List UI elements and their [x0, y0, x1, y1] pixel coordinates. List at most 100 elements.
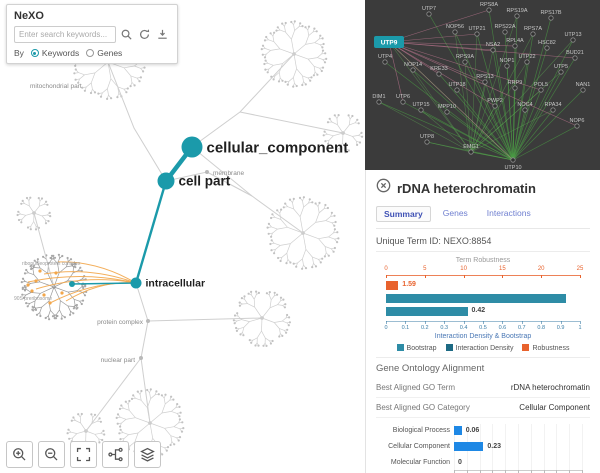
gene-node[interactable]	[426, 11, 432, 17]
bar-interaction-density	[386, 307, 468, 316]
section-gene-ontology-alignment: Gene Ontology Alignment	[376, 363, 485, 374]
term-node[interactable]	[69, 281, 75, 287]
chart-category: Molecular Function	[390, 459, 450, 466]
highlighted-gene[interactable]	[374, 36, 404, 48]
close-icon[interactable]	[376, 178, 391, 198]
alignment-label: Best Aligned GO Term	[376, 383, 455, 392]
gene-node[interactable]	[482, 79, 488, 85]
tree-label: membrane	[213, 170, 244, 177]
gene-node[interactable]	[570, 37, 576, 43]
detail-header: rDNA heterochromatin	[376, 178, 590, 198]
refresh-icon[interactable]	[137, 27, 152, 42]
gene-node[interactable]	[454, 87, 460, 93]
gene-node[interactable]	[574, 123, 580, 129]
layout-button[interactable]	[102, 441, 129, 468]
gene-node[interactable]	[376, 99, 382, 105]
gene-node[interactable]	[504, 63, 510, 69]
search-input[interactable]	[14, 26, 116, 43]
gene-node[interactable]	[522, 107, 528, 113]
gene-label: HSC82	[538, 40, 556, 46]
term-node-label: intracellular	[146, 278, 206, 290]
chart-legend: Bootstrap Interaction Density Robustness	[376, 344, 590, 352]
tree-nodes	[69, 136, 209, 360]
term-node[interactable]	[130, 277, 142, 289]
search-icon[interactable]	[119, 27, 134, 42]
alignment-value: Cellular Component	[519, 403, 590, 412]
radio-icon	[86, 49, 95, 57]
gene-node[interactable]	[514, 13, 520, 19]
app-title: NeXO	[14, 10, 44, 22]
gene-label: DIM1	[372, 94, 385, 100]
gene-node[interactable]	[530, 31, 536, 37]
export-icon[interactable]	[155, 27, 170, 42]
network-edges	[378, 9, 584, 161]
gene-label: PWP2	[487, 98, 503, 104]
gene-label: RPS13	[476, 74, 493, 80]
fit-to-screen-icon	[76, 447, 91, 462]
radio-keywords[interactable]: Keywords	[30, 48, 80, 58]
gene-label: UTP22	[518, 54, 535, 60]
gene-node[interactable]	[510, 157, 516, 163]
gene-node[interactable]	[410, 67, 416, 73]
term-title: rDNA heterochromatin	[397, 180, 536, 196]
gene-node[interactable]	[486, 7, 492, 13]
radio-keywords-label: Keywords	[41, 48, 80, 58]
gene-node[interactable]	[524, 59, 530, 65]
gene-node[interactable]	[512, 43, 518, 49]
gene-label: UTP4	[378, 54, 392, 60]
radio-genes[interactable]: Genes	[86, 48, 122, 58]
gene-node[interactable]	[544, 45, 550, 51]
gene-node[interactable]	[424, 139, 430, 145]
gene-node[interactable]	[580, 87, 586, 93]
gene-node[interactable]	[382, 59, 388, 65]
gene-node[interactable]	[418, 107, 424, 113]
gene-node[interactable]	[572, 55, 578, 61]
gene-label: UTP18	[448, 82, 465, 88]
gene-node[interactable]	[474, 31, 480, 37]
gene-node[interactable]	[400, 99, 406, 105]
term-node[interactable]	[157, 172, 175, 190]
gene-node[interactable]	[550, 107, 556, 113]
gene-node[interactable]	[444, 109, 450, 115]
fit-to-screen-button[interactable]	[70, 441, 97, 468]
gene-node[interactable]	[512, 85, 518, 91]
legend-swatch-robustness	[522, 344, 530, 351]
radio-icon	[30, 49, 39, 57]
zoom-in-button[interactable]	[6, 441, 33, 468]
chart-caption: Interaction Density & Bootstrap	[434, 333, 532, 340]
gene-label: NOP56	[446, 24, 464, 30]
gene-label: UTP10	[504, 165, 521, 170]
tab-interactions[interactable]: Interactions	[486, 208, 531, 218]
tab-genes[interactable]: Genes	[442, 208, 468, 218]
gene-node[interactable]	[452, 29, 458, 35]
zoom-out-icon	[45, 448, 58, 461]
term-node[interactable]	[181, 136, 203, 158]
tab-summary[interactable]: Summary	[376, 206, 431, 222]
bar-biological-process	[454, 426, 462, 435]
gene-node[interactable]	[490, 47, 496, 53]
gene-node[interactable]	[462, 59, 468, 65]
legend-label: Bootstrap	[406, 345, 437, 352]
gene-node[interactable]	[502, 29, 508, 35]
layers-button[interactable]	[134, 441, 161, 468]
zoom-out-button[interactable]	[38, 441, 65, 468]
gene-node[interactable]	[538, 87, 544, 93]
term-detail-panel: rDNA heterochromatin Summary Genes Inter…	[365, 170, 600, 473]
top-axis	[386, 275, 580, 276]
tree-label: nuclear part	[101, 357, 136, 364]
gene-label: MPP10	[438, 104, 456, 110]
gene-label: RPA34	[544, 102, 561, 108]
gene-node[interactable]	[436, 71, 442, 77]
gene-label: NSA2	[486, 42, 500, 48]
gene-node[interactable]	[468, 149, 474, 155]
detail-tabs: Summary Genes Interactions	[376, 206, 590, 229]
gene-node[interactable]	[492, 103, 498, 109]
gene-node[interactable]	[558, 69, 564, 75]
gene-node[interactable]	[548, 15, 554, 21]
